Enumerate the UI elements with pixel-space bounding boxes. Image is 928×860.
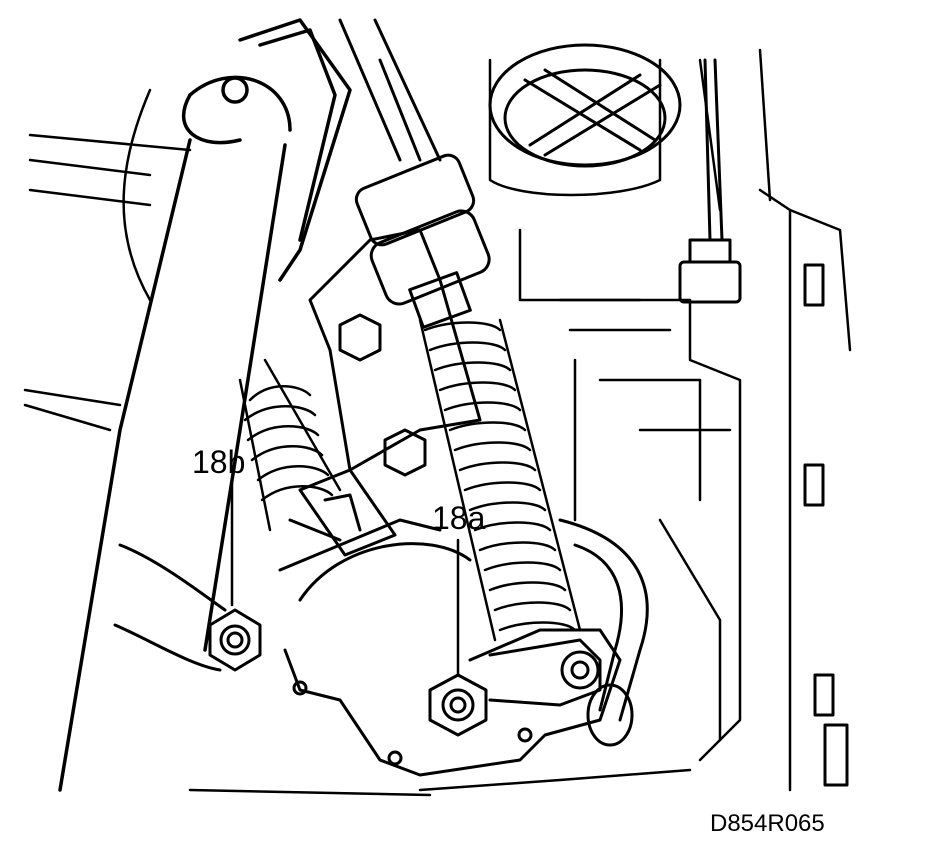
selector-cable-sleeve (238, 358, 342, 532)
shift-cable (338, 18, 491, 329)
sensor-connector (678, 58, 742, 304)
housing-bolts (803, 263, 849, 787)
mounting-bracket (288, 228, 482, 557)
cable-sleeve-ribs (418, 318, 582, 642)
vent-hose (558, 518, 649, 747)
nut-18b (113, 543, 262, 672)
filler-cap (488, 43, 682, 168)
nut-18a (428, 673, 488, 737)
lever-plate (278, 518, 622, 777)
callout-18b: 18b (192, 444, 246, 480)
transmission-housing (23, 48, 852, 797)
figure-code: D854R065 (710, 810, 825, 837)
support-arm (58, 18, 352, 792)
leader-lines (230, 480, 460, 677)
callout-18a: 18a (432, 500, 486, 536)
